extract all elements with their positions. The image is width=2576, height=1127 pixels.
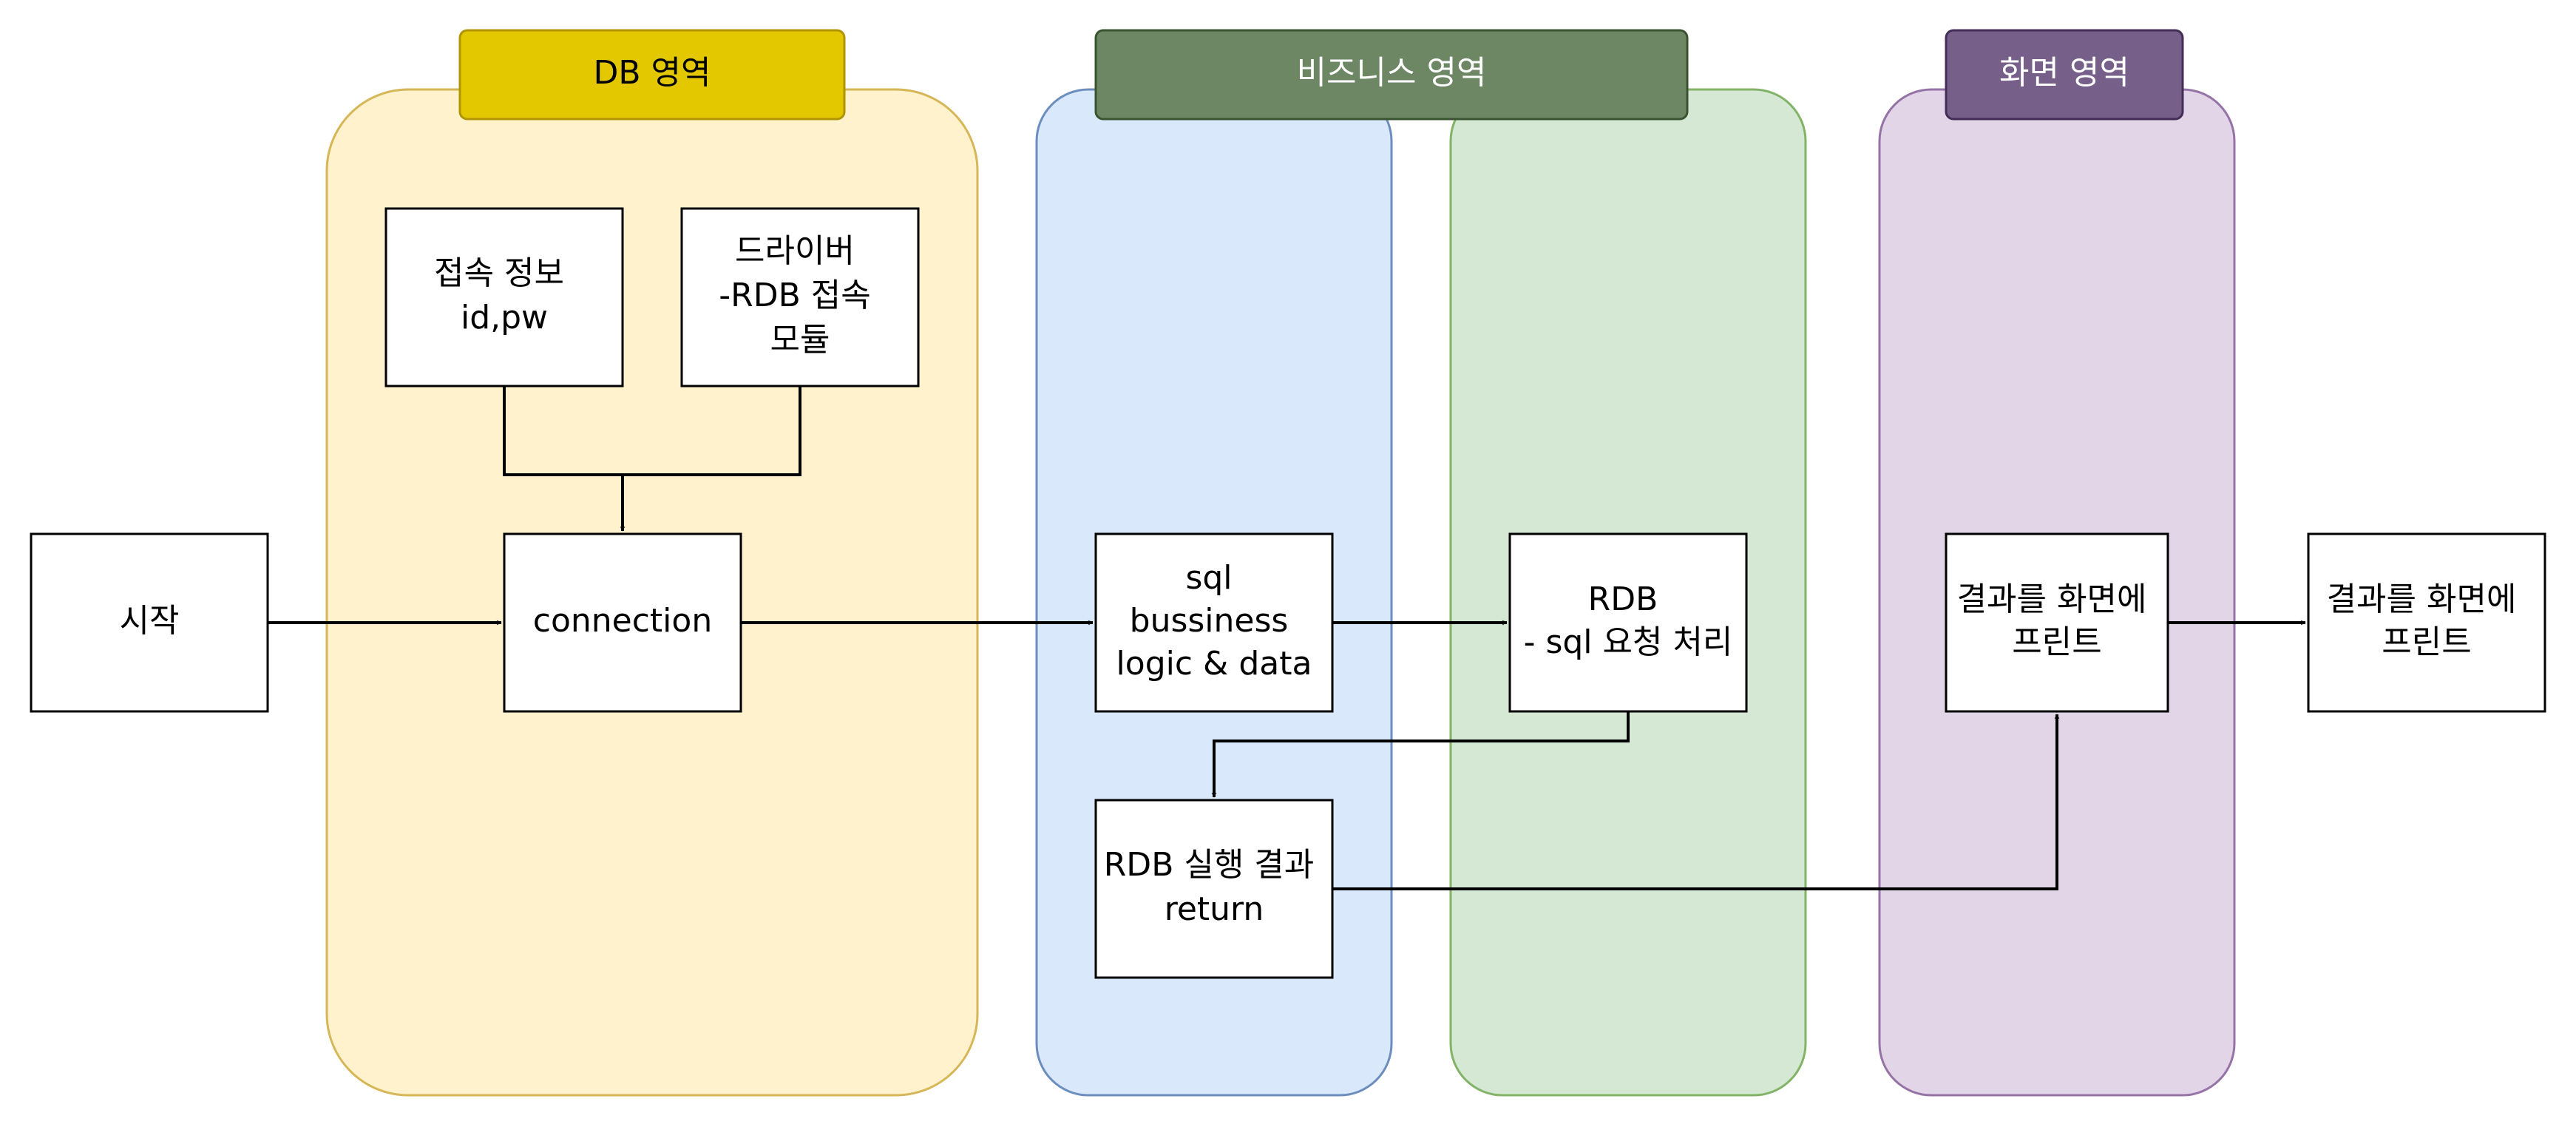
svg-text:RDB 실행 결과 return: RDB 실행 결과 return [1104,846,1325,928]
edge-result-to-print [1332,714,2060,890]
rdb-line-1: RDB [1588,581,1658,618]
screen-header-label: 화면 영역 [1999,54,2129,92]
svg-text:RDB - sql 요청 처리: RDB - sql 요청 처리 [1524,581,1733,661]
business-header-label: 비즈니스 영역 [1297,54,1487,92]
driver-line-3: 모듈 [770,321,830,359]
node-print-result: 결과를 화면에 프린트 [1945,532,2169,713]
print-result-line-1: 결과를 화면에 [1957,581,2147,618]
screen-header: 화면 영역 [1945,29,2184,121]
edge-conn-info-to-connection [503,387,626,532]
connection-label: connection [533,602,712,640]
start-label: 시작 [120,602,180,640]
svg-text:sql bussiness logi: sql bussiness logic & data [1116,559,1312,683]
sql-logic-line-1: sql [1185,559,1232,597]
print-result-out-line-1: 결과를 화면에 [2327,581,2517,618]
svg-text:결과를 화면에 프린트: 결과를 화면에 프린트 [1957,581,2158,661]
node-start: 시작 [30,532,269,713]
node-conn-info: 접속 정보 id,pw [384,207,624,387]
sql-logic-line-3: logic & data [1116,645,1312,683]
node-driver: 드라이버 -RDB 접속 모듈 [680,207,920,387]
rdb-result-line-2: return [1165,890,1264,928]
conn-info-line-1: 접속 정보 [434,254,564,292]
svg-text:connection: connection [533,602,712,640]
node-connection: connection [503,532,742,713]
rdb-result-line-1: RDB 실행 결과 [1104,846,1315,884]
node-sql-logic: sql bussiness logic & data [1094,532,1334,713]
driver-line-1: 드라이버 [735,232,855,270]
rdb-line-2: - sql 요청 처리 [1524,623,1733,661]
db-header-label: DB 영역 [593,54,711,92]
edge-rdb-to-result [1211,712,1630,798]
svg-text:접속 정보 id,pw: 접속 정보 id,pw [434,254,574,336]
svg-text:시작: 시작 [120,602,180,640]
db-header: DB 영역 [458,29,846,121]
print-result-line-2: 프린트 [2012,623,2101,661]
node-print-result-output: 결과를 화면에 프린트 [2307,532,2546,713]
edge-driver-to-connection [623,387,801,476]
svg-text:결과를 화면에 프린트: 결과를 화면에 프린트 [2327,581,2527,661]
sql-logic-line-2: bussiness [1130,602,1289,640]
node-rdb: RDB - sql 요청 처리 [1508,532,1748,713]
business-header: 비즈니스 영역 [1094,29,1689,121]
driver-line-2: -RDB 접속 [719,277,870,314]
print-result-out-line-2: 프린트 [2382,623,2471,661]
conn-info-line-2: id,pw [461,299,548,336]
svg-text:드라이버 -RDB 접속 모듈: 드라이버 -RDB 접속 모듈 [719,232,881,359]
edges [268,387,2306,890]
node-rdb-result: RDB 실행 결과 return [1094,799,1334,979]
